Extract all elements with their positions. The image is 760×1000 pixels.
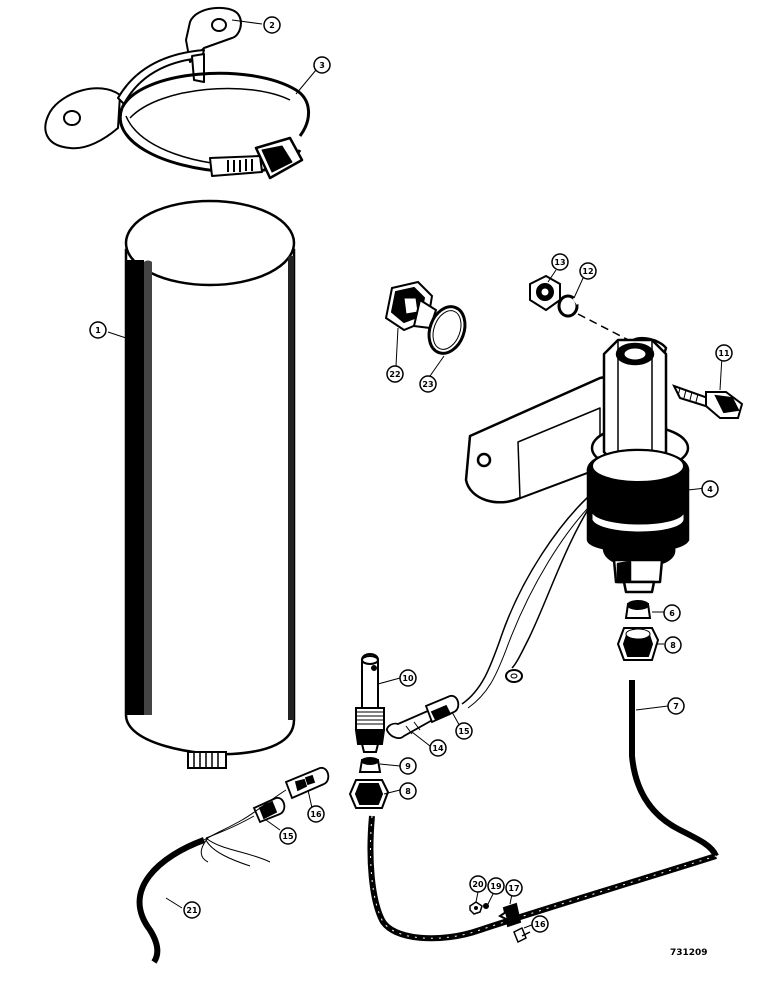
bolt-part [671,384,744,419]
callout-bubble: 21 [183,901,201,919]
svg-text:12: 12 [582,267,593,276]
svg-text:23: 23 [422,380,433,389]
svg-text:19: 19 [490,882,502,891]
o-ring-part [427,305,467,355]
harness-connector-part [252,797,286,824]
callout-bubble: 2 [263,16,281,34]
svg-text:4: 4 [707,485,713,494]
callout-bubble: 20 [469,875,487,893]
cold-start-label: COLD STAR [622,487,670,495]
lockwasher-part [557,294,580,318]
callout-bubbles: 2 3 1 13 12 22 23 11 4 6 8 10 15 14 7 9 … [89,16,733,933]
screw-part [513,926,531,944]
svg-text:11: 11 [718,349,730,358]
tube-part [629,680,719,858]
svg-text:13: 13 [554,258,565,267]
svg-text:15: 15 [282,832,294,841]
lockwasher-small-part [483,903,489,909]
wiring-harness-part [136,789,287,964]
callout-bubble: 14 [429,739,447,757]
terminal-part [284,767,330,800]
svg-text:16: 16 [310,810,322,819]
callout-bubble: 15 [455,722,473,740]
svg-text:7: 7 [673,702,679,711]
atomizer-part [354,653,386,753]
svg-text:21: 21 [186,906,198,915]
nut-part [529,274,561,312]
callout-bubble: 19 [487,877,505,895]
svg-text:3: 3 [319,61,325,70]
tube-nut-lower-part [348,779,390,809]
svg-text:10: 10 [402,674,414,683]
svg-text:20: 20 [472,880,484,889]
drawing-number: 731209 [670,948,708,958]
svg-text:16: 16 [534,920,546,929]
callout-bubble: 23 [419,375,437,393]
callout-bubble: 1 [89,321,107,339]
sleeve-fitting-lower-part [358,757,382,773]
tube-clip-part [498,902,522,928]
svg-text:2: 2 [269,21,275,30]
svg-text:1: 1 [95,326,101,335]
callout-bubble: 6 [663,604,681,622]
callout-bubble: 11 [715,344,733,362]
callout-bubble: 16 [307,805,325,823]
callout-bubble: 4 [701,480,719,498]
svg-text:8: 8 [670,641,676,650]
callout-bubble: 3 [313,56,331,74]
callout-bubble: 10 [399,669,417,687]
clamp-band-part [118,71,310,180]
svg-text:6: 6 [669,609,675,618]
callout-bubble: 7 [667,697,685,715]
solenoid-valve-part: COLD STAR [586,338,690,594]
sleeve-fitting-part [624,600,652,619]
nut-small-part [469,901,483,915]
svg-text:15: 15 [458,727,470,736]
callout-bubble: 16 [531,915,549,933]
callout-leaders [107,19,723,929]
plug-part [384,280,438,332]
wire-connector-part [424,695,460,724]
callout-bubble: 13 [551,253,569,271]
starting-fluid-cylinder-part [124,199,296,769]
svg-text:8: 8 [405,787,411,796]
callout-bubble: 22 [386,365,404,383]
valve-lead-wires [461,487,605,709]
callout-bubble: 8 [399,782,417,800]
tube-nut-part [616,627,660,661]
svg-text:9: 9 [405,762,411,771]
return-tube-part [367,815,717,942]
callout-bubble: 15 [279,827,297,845]
callout-bubble: 12 [579,262,597,280]
svg-text:17: 17 [508,884,519,893]
svg-text:14: 14 [432,744,444,753]
callout-bubble: 9 [399,757,417,775]
mounting-bracket-part [44,6,242,150]
callout-bubble: 17 [505,879,523,897]
callout-bubble: 8 [664,636,682,654]
svg-text:22: 22 [389,370,400,379]
